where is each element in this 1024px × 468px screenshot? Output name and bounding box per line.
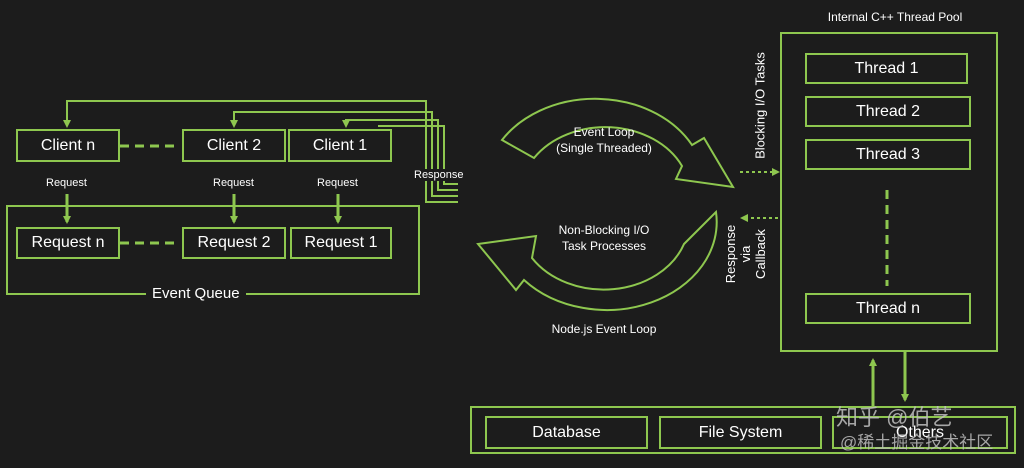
watermark-line2: @稀土掘金技术社区 [840,433,994,452]
watermark-line1: 知乎 @伯艺 [836,405,953,430]
request-arrows [63,194,342,224]
callback-line2: via [738,245,753,263]
thread-pool-title: Internal C++ Thread Pool [827,10,963,24]
thread-n-box: Thread n [805,293,971,324]
others-box: Others [832,416,1008,449]
non-blocking-line1: Non-Blocking I/O [558,223,650,237]
event-loop-line2: (Single Threaded) [556,141,652,155]
request-label-1: Request [317,177,358,189]
event-loop-arrows [476,97,735,311]
response-callback-label: Response via Callback [723,209,771,299]
client-1-box: Client 1 [288,129,392,162]
file-system-box: File System [659,416,822,449]
response-wires [63,100,458,203]
callback-line3: Callback [753,229,768,279]
queue-request-1: Request 1 [290,227,392,259]
thread-1-box: Thread 1 [805,53,968,84]
request-label-2: Request [213,177,254,189]
thread-pool-frame [780,32,998,352]
queue-request-n: Request n [16,227,120,259]
non-blocking-line2: Task Processes [561,239,647,253]
non-blocking-title: Non-Blocking I/O Task Processes [530,222,678,254]
callback-line1: Response [723,224,738,284]
response-label: Response [412,169,466,181]
pool-arrows [740,168,780,222]
dashed-separators [120,144,889,286]
request-label-n: Request [46,177,87,189]
blocking-io-label: Blocking I/O Tasks [752,52,768,159]
event-loop-caption: Node.js Event Loop [551,322,657,336]
resources-frame [470,406,1016,454]
thread-2-box: Thread 2 [805,96,971,127]
thread-3-box: Thread 3 [805,139,971,170]
event-loop-line1: Event Loop [573,125,635,139]
database-box: Database [485,416,648,449]
client-n-box: Client n [16,129,120,162]
resource-arrows [869,352,909,406]
client-2-box: Client 2 [182,129,286,162]
queue-request-2: Request 2 [182,227,286,259]
event-queue-title: Event Queue [146,285,246,302]
event-loop-title: Event Loop (Single Threaded) [530,124,678,156]
